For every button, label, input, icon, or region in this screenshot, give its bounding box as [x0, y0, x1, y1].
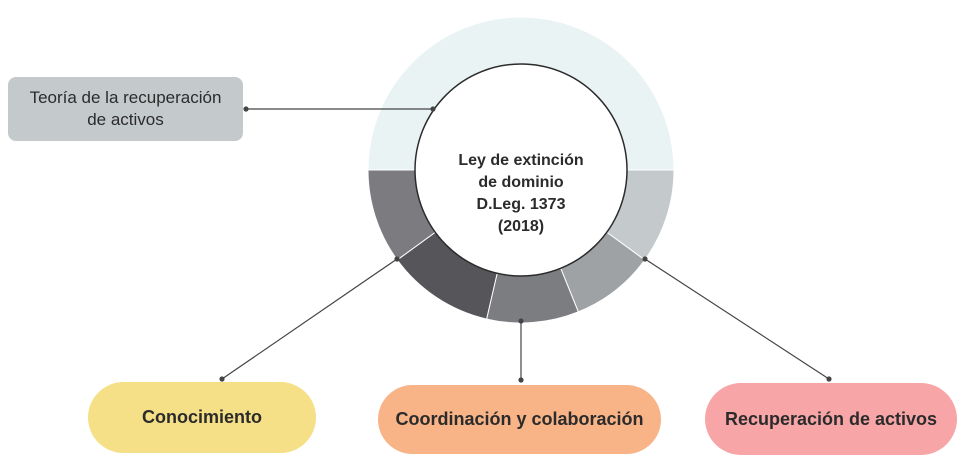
- coordination-label: Coordinación y colaboración: [395, 409, 644, 429]
- connectors: [219, 106, 832, 383]
- connector-knowledge-end-dot: [219, 376, 225, 382]
- connector-knowledge: [221, 258, 398, 380]
- knowledge-label: Conocimiento: [142, 407, 262, 427]
- connector-coordination-end-dot: [518, 377, 524, 383]
- center-hub-circle: [414, 63, 628, 277]
- connector-knowledge-start-dot: [394, 256, 400, 262]
- connector-theory-end-dot: [430, 106, 436, 112]
- connector-recovery-end-dot: [826, 376, 832, 382]
- connector-theory-start-dot: [243, 106, 249, 112]
- center-hub-label: Ley de extinción de dominio D.Leg. 1373 …: [431, 150, 611, 238]
- recovery-pill: Recuperación de activos: [705, 383, 957, 455]
- coordination-pill: Coordinación y colaboración: [378, 385, 661, 454]
- connector-recovery: [644, 258, 830, 380]
- theory-label: Teoría de la recuperación de activos: [29, 88, 222, 129]
- center-line-4: (2018): [497, 218, 545, 235]
- connector-recovery-start-dot: [642, 256, 648, 262]
- theory-box: Teoría de la recuperación de activos: [8, 77, 243, 141]
- knowledge-pill: Conocimiento: [88, 382, 316, 453]
- recovery-label: Recuperación de activos: [724, 408, 938, 429]
- center-line-2: de dominio: [478, 174, 564, 191]
- center-line-3: D.Leg. 1373: [476, 196, 566, 213]
- center-line-1: Ley de extinción: [458, 152, 584, 169]
- connector-coordination-start-dot: [518, 318, 524, 324]
